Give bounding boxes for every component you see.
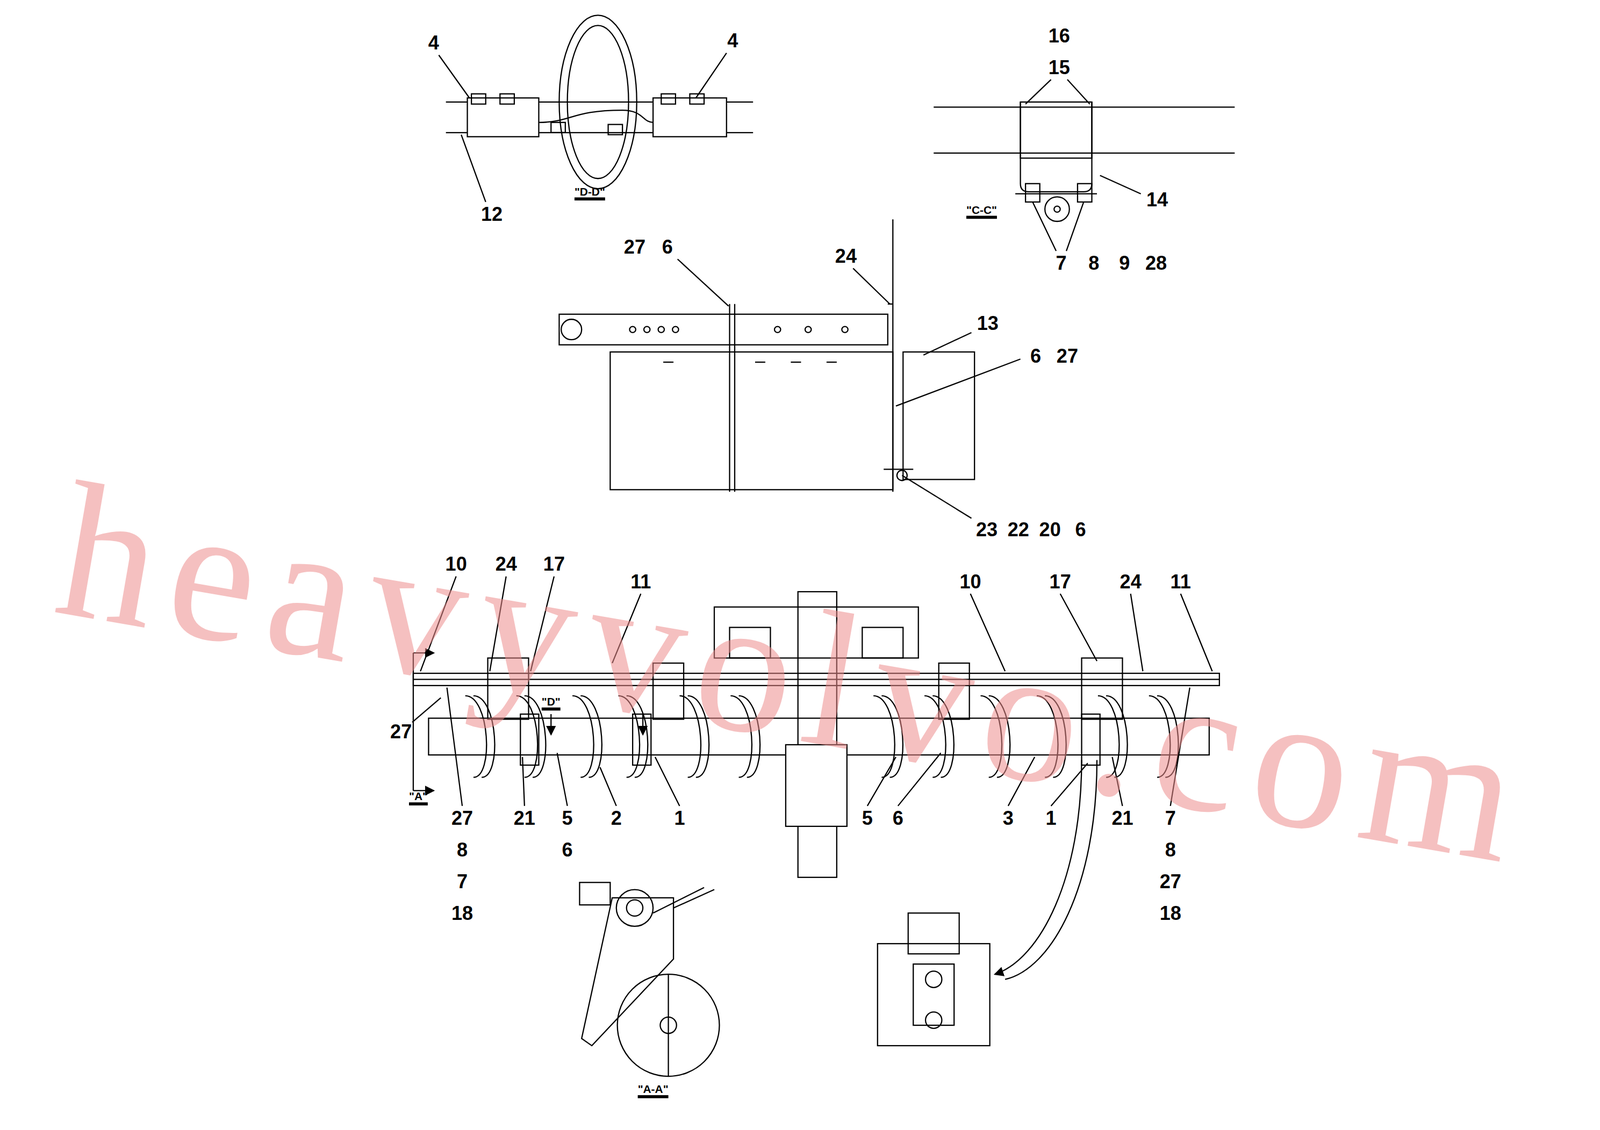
callout-number: 18 — [1159, 903, 1182, 923]
callout-number: 7 — [456, 871, 468, 892]
callout-number: 6 — [562, 840, 573, 860]
callout-number: 10 — [959, 571, 981, 592]
callout-number: 4 — [428, 33, 440, 53]
callout-number: 27 — [623, 237, 646, 257]
watermark: heavyvolvo.com — [45, 451, 1544, 896]
callout-number: 27 — [1159, 871, 1182, 892]
callout-number: 5 — [562, 808, 573, 829]
callout-number: 8 — [456, 840, 468, 860]
callout-number: 14 — [1146, 190, 1168, 210]
callout-number: 9 — [1118, 253, 1130, 274]
callout-number: 3 — [1002, 808, 1014, 829]
callout-number: 8 — [1088, 253, 1100, 274]
callout-number: 16 — [1048, 25, 1071, 46]
callout-number: 13 — [977, 313, 999, 334]
callout-number: 24 — [835, 246, 857, 267]
callout-number: 27 — [390, 721, 412, 742]
callout-number: 6 — [892, 808, 904, 829]
section-label: "C-C" — [966, 204, 997, 217]
callout-number: 15 — [1048, 57, 1071, 77]
section-label: "A-A" — [637, 1084, 669, 1096]
callout-number: 21 — [513, 808, 536, 829]
callout-number: 8 — [1165, 840, 1176, 860]
callout-number: 24 — [1120, 571, 1142, 592]
callout-number: 23 — [976, 519, 998, 540]
callout-number: 7 — [1056, 253, 1067, 274]
callout-number: 11 — [1170, 571, 1191, 592]
callout-number: 4 — [727, 31, 738, 51]
callout-number: 27 — [1056, 346, 1079, 367]
callout-number: 22 — [1007, 519, 1030, 540]
callout-number: 6 — [1075, 519, 1087, 540]
callout-number: 20 — [1039, 519, 1061, 540]
callout-number: 6 — [1030, 346, 1042, 367]
callout-number: 5 — [862, 808, 873, 829]
callout-number: 1 — [673, 808, 685, 829]
callout-number: 2 — [611, 808, 622, 829]
callout-number: 17 — [1049, 571, 1072, 592]
section-label: "D-D" — [574, 185, 606, 198]
callout-number: 6 — [662, 237, 673, 257]
callout-number: 28 — [1145, 253, 1167, 274]
callout-number: 18 — [451, 903, 473, 923]
callout-number: 12 — [481, 204, 503, 225]
section-label: "A" — [409, 791, 428, 803]
callout-number: 27 — [451, 808, 473, 829]
